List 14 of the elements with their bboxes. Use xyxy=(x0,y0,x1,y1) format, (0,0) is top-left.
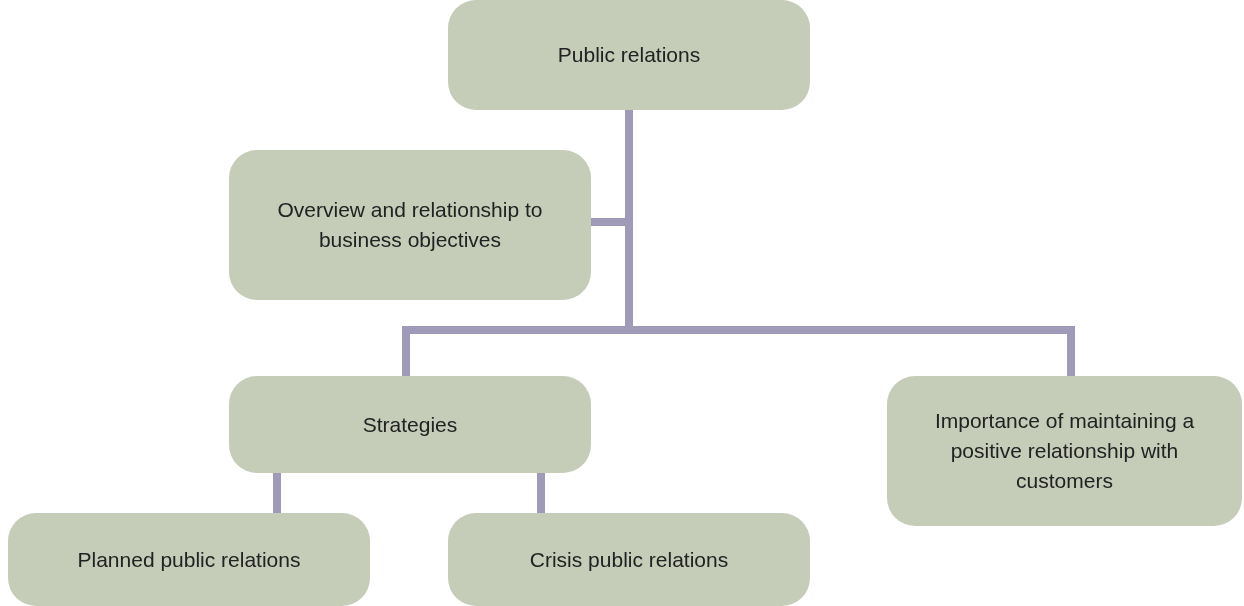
topic-box xyxy=(887,376,1242,526)
topic-text: Overview and relationship to business objectives xyxy=(276,197,544,253)
connector-line xyxy=(537,473,545,513)
topic-text: Planned public relations xyxy=(77,546,301,573)
topic-text: Public relations xyxy=(557,42,701,68)
topic-text: Crisis public relations xyxy=(529,546,729,573)
topic-box xyxy=(229,376,591,473)
topic-box xyxy=(8,513,370,606)
connector-line xyxy=(273,473,281,513)
topic-box xyxy=(448,0,810,110)
topic-text: Importance of maintaining a positive relationship with customers xyxy=(933,408,1196,494)
topic-box xyxy=(229,150,591,300)
topic-box xyxy=(448,513,810,606)
topic-text: Strategies xyxy=(362,411,458,438)
